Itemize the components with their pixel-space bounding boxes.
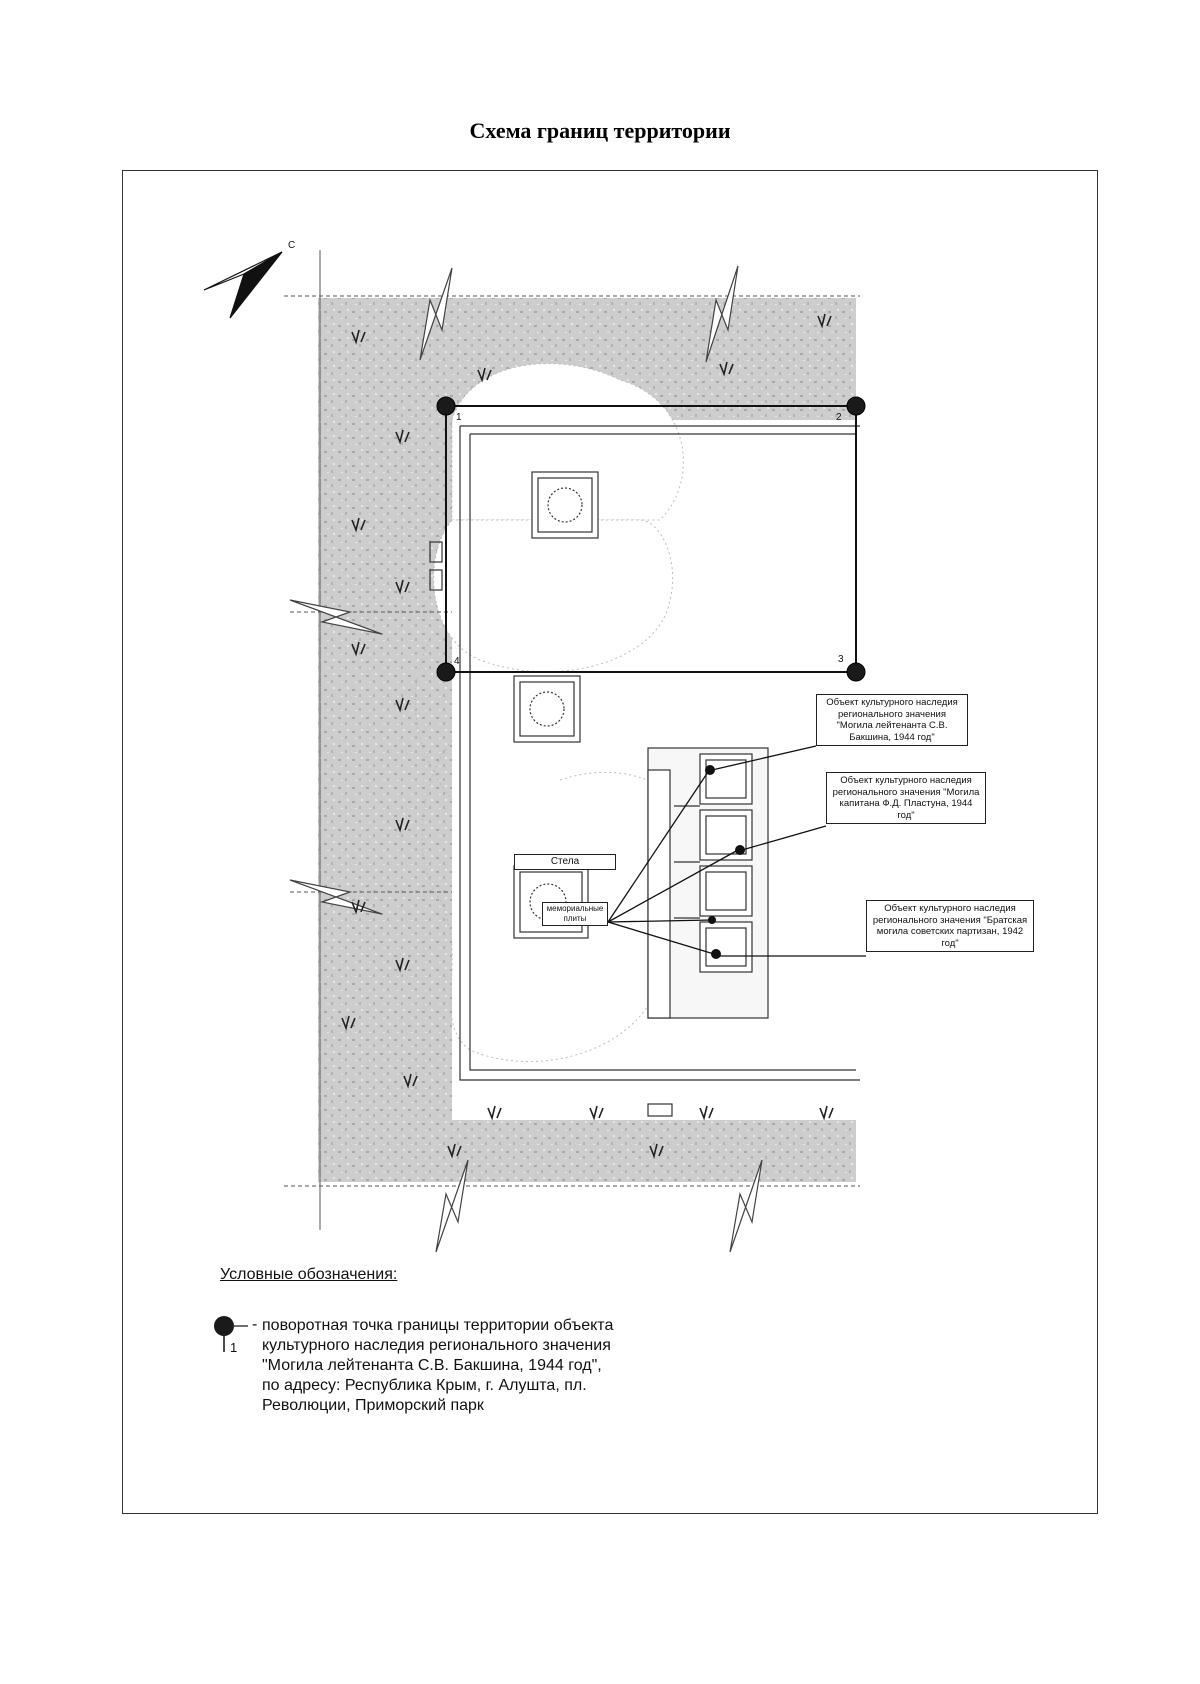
legend-description: поворотная точка границы территории объе…: [262, 1317, 614, 1414]
point-label-2: 2: [836, 412, 842, 423]
callout-baksin: Объект культурного наследия региональног…: [816, 694, 968, 746]
stela-label: Стела: [514, 854, 616, 870]
point-label-1: 1: [456, 412, 462, 423]
park-inner-frame: [429, 425, 860, 1117]
legend-title: Условные обозначения:: [220, 1266, 398, 1283]
scheme-frame: [122, 170, 1098, 1514]
point-label-3: 3: [838, 654, 844, 665]
legend-point-marker-icon: [214, 1316, 248, 1352]
grave-plots: [647, 747, 769, 1019]
point-label-4: 4: [454, 656, 460, 667]
leader-lines: [607, 745, 866, 957]
axis-lines: [284, 250, 860, 1230]
callout-plastun: Объект культурного наследия региональног…: [826, 772, 986, 824]
ground-area: [318, 298, 856, 1182]
break-marks: [289, 265, 763, 1253]
grass-symbols: [341, 313, 834, 1159]
plates-label: мемориальные плиты: [542, 902, 608, 926]
callout-partisans: Объект культурного наследия региональног…: [866, 900, 1034, 952]
north-arrow-icon: [203, 251, 283, 319]
north-label: С: [288, 240, 296, 251]
turning-points: [436, 396, 866, 682]
legend-marker-number: 1: [230, 1340, 238, 1355]
legend-dash: -: [252, 1316, 258, 1333]
page-title: Схема границ территории: [469, 118, 731, 143]
